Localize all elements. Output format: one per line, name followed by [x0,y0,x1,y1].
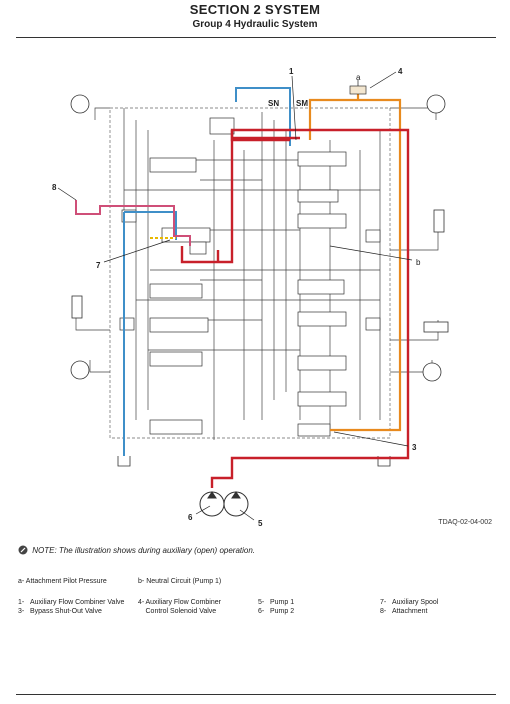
valve-box [149,317,209,333]
pumps [199,491,249,517]
group-title: Group 4 Hydraulic System [192,19,318,30]
cylinder-symbol [423,321,449,333]
legend-key: 8- [380,608,387,615]
actuators [70,94,449,467]
valve-box [297,391,347,407]
label-8: 8 [52,183,57,192]
valve-box [189,241,207,255]
valve-box [119,317,135,331]
legend-item: 3- Bypass Shut-Out Valve [18,607,124,616]
hydraulic-circuit-diagram: 1 4 a SN SM 8 7 b 3 6 5 [52,67,449,528]
legend-key: 3- [18,608,25,615]
legend-key: 5- [258,599,265,606]
legend-item: 7- Auxiliary Spool [380,598,438,607]
motor-symbol [70,94,90,114]
legend-key: 4- [138,599,145,606]
valve-box [209,117,235,135]
valve-box [297,151,347,167]
control-valve-boundary [109,107,391,439]
red-line [230,130,300,142]
valve-box [365,317,381,331]
legend-key: a- [18,578,25,585]
note-text: The illustration shows during auxiliary … [58,546,256,555]
section-title: SECTION 2 SYSTEM [189,2,321,17]
legend-item: 6- Pump 2 [258,607,294,616]
label-sm: SM [296,99,308,108]
pump-triangle [207,491,241,499]
legend-item: 8- Attachment [380,607,438,616]
label-6: 6 [188,513,193,522]
legend-text: Auxiliary Flow Combiner Valve [30,599,125,606]
schematic-lines [75,107,439,440]
pencil-icon [18,545,28,555]
solenoid-valve-4 [349,85,367,95]
label-5: 5 [258,519,263,528]
legend-item: 5- Pump 1 [258,598,294,607]
legend-text: Pump 1 [270,599,295,606]
note-label: NOTE: [32,546,57,555]
legend-text: Auxiliary Spool [392,599,439,606]
label-7: 7 [96,261,101,270]
legend-text: Auxiliary Flow Combiner Control Solenoid… [145,599,221,615]
valve-box [149,283,203,299]
valve-box [297,355,347,371]
blue-line [124,211,177,240]
legend-column-2: 4-Auxiliary Flow Combiner Control Soleno… [138,598,238,616]
cylinder-symbol [71,295,83,319]
label-b: b [416,258,421,267]
legend-text: Attachment [392,608,428,615]
red-line [180,128,410,488]
legend-item: 1- Auxiliary Flow Combiner Valve [18,598,124,607]
legend-column-4: 7- Auxiliary Spool 8- Attachment [380,598,438,616]
legend-text: Neutral Circuit (Pump 1) [146,578,222,585]
legend-column-1: 1- Auxiliary Flow Combiner Valve 3- Bypass… [18,598,124,616]
motor-symbol [422,362,442,382]
cylinder-symbol [433,209,445,233]
figure-id: TDAQ-02-04-002 [438,519,492,526]
legend-key: 6- [258,608,265,615]
valve-box [297,279,345,295]
note-block: NOTE: The illustration shows during auxi… [18,545,318,556]
spool-valves [119,117,381,437]
motor-symbol [70,360,90,380]
blue-line [123,87,291,456]
pink-line [75,200,191,246]
valve-box [297,189,339,203]
legend-key: 1- [18,599,25,606]
legend-text: Bypass Shut-Out Valve [30,608,102,615]
leader-lines [57,71,413,521]
label-sn: SN [268,99,279,108]
legend-column-3: 5- Pump 1 6- Pump 2 [258,598,294,616]
valve-box [297,423,331,437]
footer-rule [16,694,496,695]
valve-box [365,229,381,243]
legend-key: 7- [380,599,387,606]
label-a: a [356,73,361,82]
valve-box [149,157,197,173]
page-header: SECTION 2 SYSTEM Group 4 Hydraulic Syste… [0,0,510,30]
valve-box [297,311,347,327]
legend-b: b- Neutral Circuit (Pump 1) [138,578,221,585]
legend-item: 4-Auxiliary Flow Combiner Control Soleno… [138,598,238,616]
tank-symbol [117,456,131,467]
valve-box [149,351,203,367]
valve-box [149,419,203,435]
legend-text: Pump 2 [270,608,295,615]
label-4: 4 [398,67,403,76]
label-3: 3 [412,443,417,452]
legend-key: b- [138,578,145,585]
label-1: 1 [289,67,294,76]
valve-box [297,213,347,229]
legend-a: a- Attachment Pilot Pressure [18,578,107,585]
header-rule [16,37,496,38]
legend-text: Attachment Pilot Pressure [25,578,107,585]
motor-symbol [426,94,446,114]
orange-line [308,98,402,432]
